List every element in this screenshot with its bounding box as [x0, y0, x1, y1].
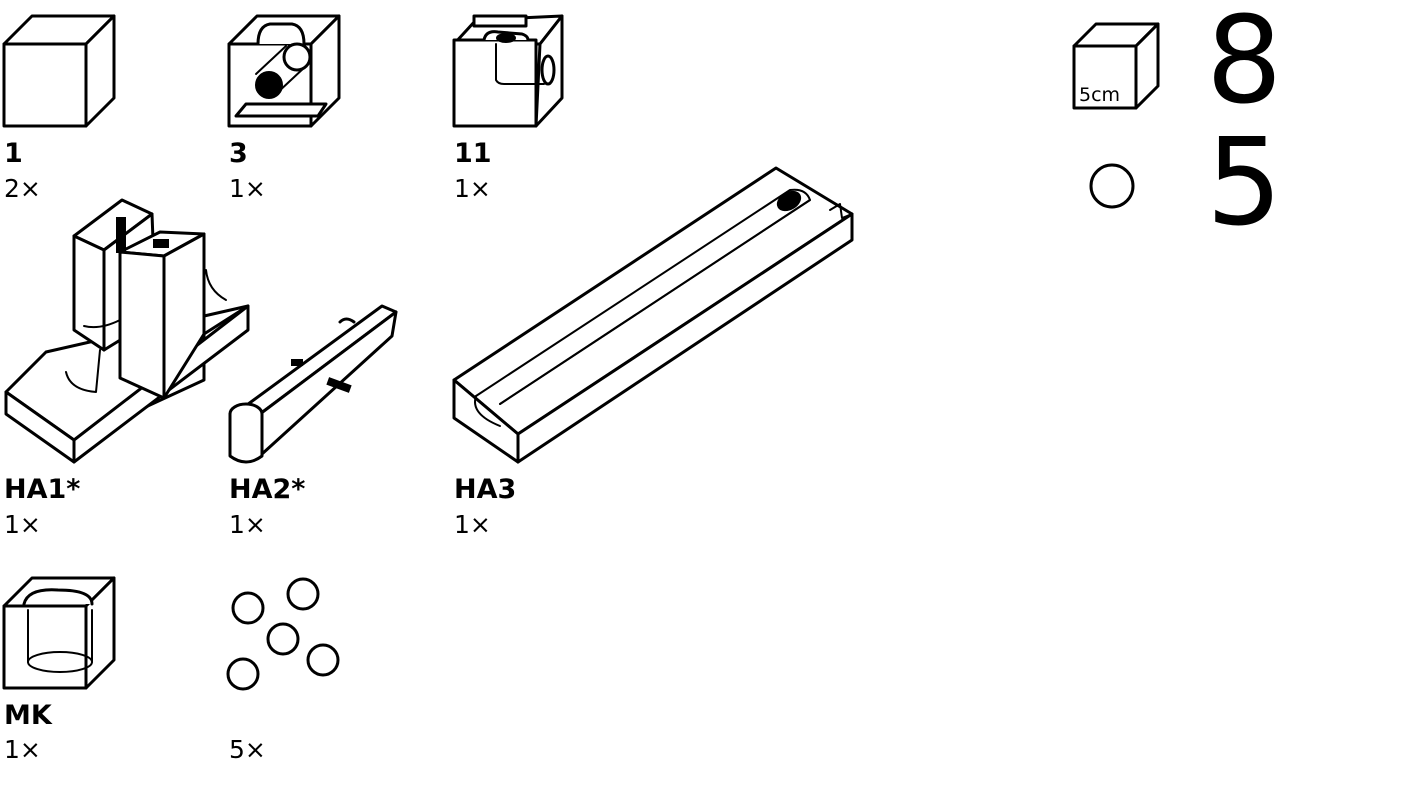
- cube-block-icon: [2, 14, 116, 128]
- ha3-ramp-icon: [452, 166, 854, 464]
- part-quantity: 2×: [4, 174, 41, 203]
- tunnel-block-icon: [227, 14, 341, 128]
- block-size-label: 5cm: [1079, 84, 1121, 106]
- block-count: 8: [1206, 0, 1283, 131]
- marble-count: 5: [1206, 114, 1283, 253]
- part-code: 11: [454, 138, 492, 169]
- part-quantity: 5×: [229, 735, 266, 764]
- part-quantity: 1×: [229, 510, 266, 539]
- part-code: MK: [4, 700, 52, 731]
- curve-block-icon: [452, 14, 564, 128]
- part-quantity: 1×: [229, 174, 266, 203]
- summary-cube-icon: [1072, 22, 1160, 110]
- summary-marble-icon: [1089, 163, 1135, 209]
- part-quantity: 1×: [454, 510, 491, 539]
- part-code: HA3: [454, 474, 517, 505]
- ha2-piece-icon: [228, 304, 398, 464]
- part-code: 1: [4, 138, 23, 169]
- part-quantity: 1×: [454, 174, 491, 203]
- part-code: HA2*: [229, 474, 306, 505]
- part-quantity: 1×: [4, 735, 41, 764]
- part-code: HA1*: [4, 474, 81, 505]
- part-code: 3: [229, 138, 248, 169]
- ha1-piece-icon: [4, 198, 250, 464]
- mk-block-icon: [2, 576, 116, 690]
- marbles-icon: [226, 577, 340, 691]
- part-quantity: 1×: [4, 510, 41, 539]
